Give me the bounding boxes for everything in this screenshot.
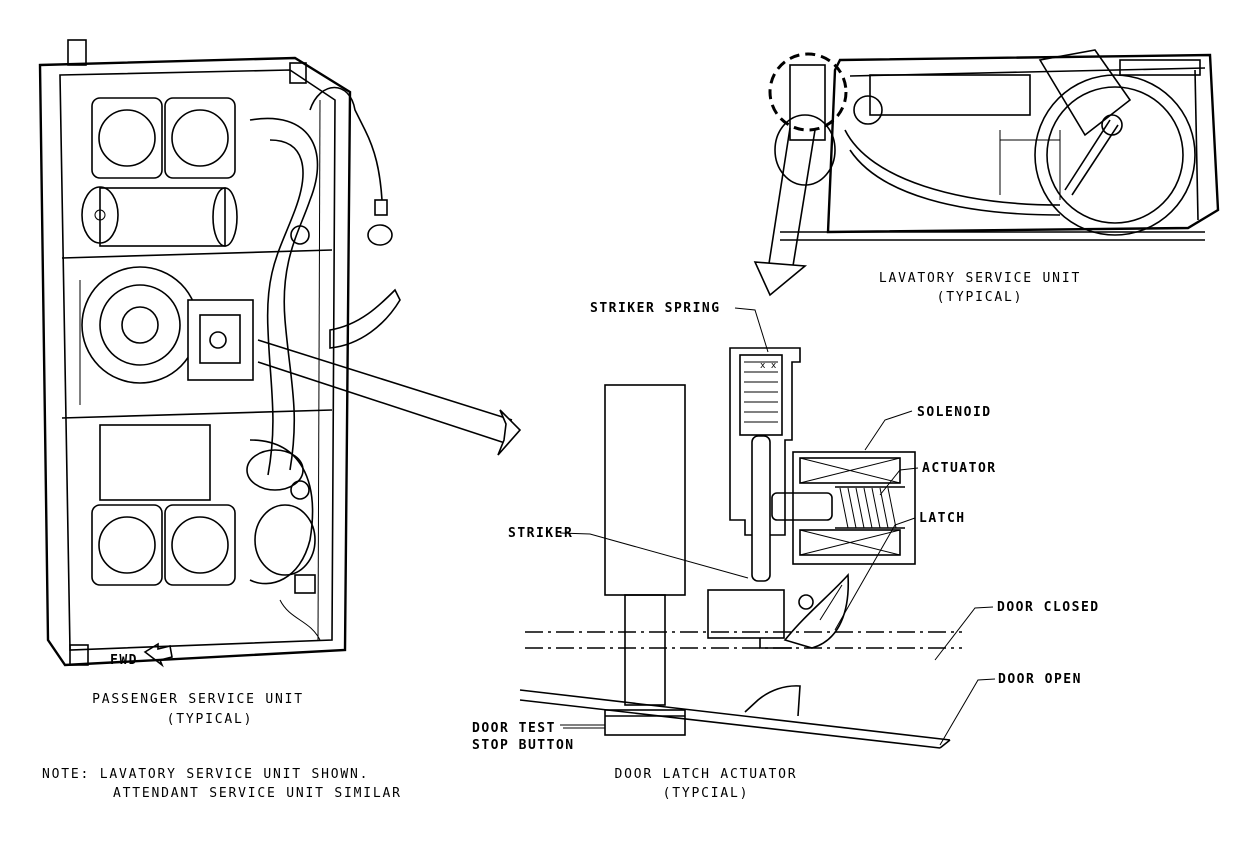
label-actuator: ACTUATOR (922, 461, 997, 476)
fwd-arrow-icon (143, 642, 173, 668)
note-line2: ATTENDANT SERVICE UNIT SIMILAR (113, 786, 402, 801)
leader-lines (559, 307, 996, 746)
label-door-test-line2: STOP BUTTON (472, 738, 575, 753)
actuator-caption-line2: (TYPCIAL) (663, 786, 750, 801)
label-latch: LATCH (919, 511, 966, 526)
label-striker-spring: STRIKER SPRING (590, 301, 721, 316)
passenger-service-unit-drawing (38, 39, 401, 667)
note-line1: NOTE: LAVATORY SERVICE UNIT SHOWN. (42, 767, 369, 782)
label-door-open: DOOR OPEN (998, 672, 1082, 687)
psu-caption-line2: (TYPICAL) (167, 712, 254, 727)
door-latch-actuator-drawing: x x (519, 347, 962, 749)
svg-text:x x: x x (760, 361, 777, 371)
actuator-caption-line1: DOOR LATCH ACTUATOR (615, 767, 798, 782)
fwd-label: FWD (110, 653, 138, 668)
lsu-caption-line1: LAVATORY SERVICE UNIT (879, 271, 1081, 286)
lsu-detail-callout-arrow (753, 127, 816, 297)
striker-spring-coils: x x (744, 361, 778, 423)
lavatory-service-unit-drawing (774, 49, 1220, 241)
lsu-caption-line2: (TYPICAL) (937, 290, 1024, 305)
label-solenoid: SOLENOID (917, 405, 992, 420)
label-door-closed: DOOR CLOSED (997, 600, 1100, 615)
label-striker: STRIKER (508, 526, 573, 541)
psu-detail-callout-arrow (257, 339, 522, 456)
label-door-test-line1: DOOR TEST (472, 721, 556, 736)
actuator-spring-coils (839, 487, 897, 529)
lsu-detail-circle (768, 52, 848, 132)
psu-caption-line1: PASSENGER SERVICE UNIT (92, 692, 304, 707)
